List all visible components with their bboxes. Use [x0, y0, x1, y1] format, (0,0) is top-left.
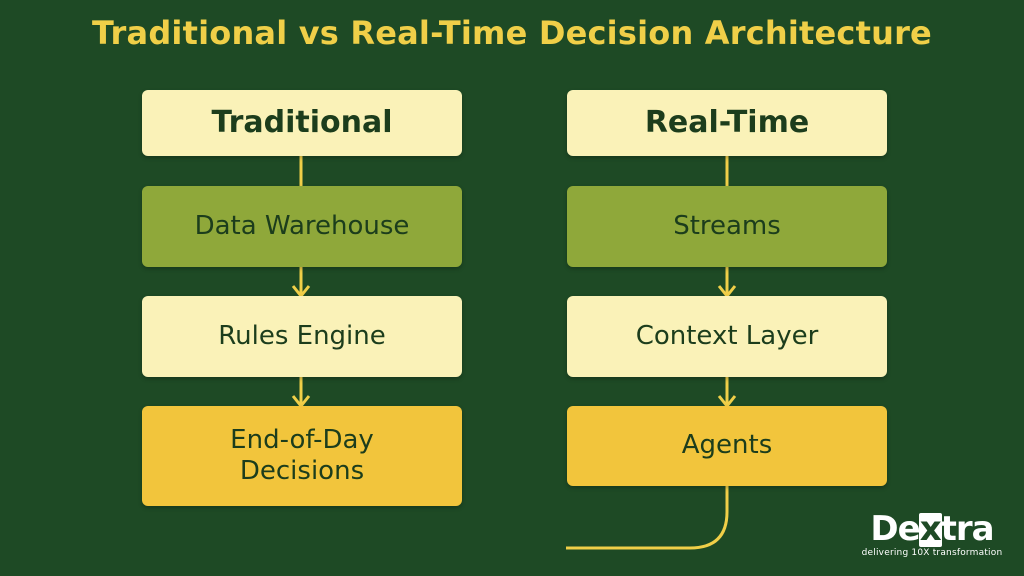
logo-text-post: tra: [940, 509, 995, 549]
realtime-step-context-layer: Context Layer: [567, 296, 887, 377]
realtime-step-agents: Agents: [567, 406, 887, 486]
logo-text-pre: De: [870, 509, 920, 549]
traditional-step-rules-engine: Rules Engine: [142, 296, 462, 377]
logo-wordmark: Dextra: [852, 512, 1012, 546]
diagram-title: Traditional vs Real-Time Decision Archit…: [92, 14, 932, 52]
traditional-step-data-warehouse: Data Warehouse: [142, 186, 462, 267]
traditional-step-end-of-day: End-of-Day Decisions: [142, 406, 462, 506]
logo-tagline: delivering 10X transformation: [861, 548, 1003, 558]
realtime-header: Real-Time: [567, 90, 887, 156]
dextra-logo: Dextra delivering 10X transformation: [852, 512, 1012, 558]
logo-x-mark: x: [919, 509, 942, 549]
traditional-header: Traditional: [142, 90, 462, 156]
connector-realtime-out: [566, 486, 729, 550]
realtime-step-streams: Streams: [567, 186, 887, 267]
